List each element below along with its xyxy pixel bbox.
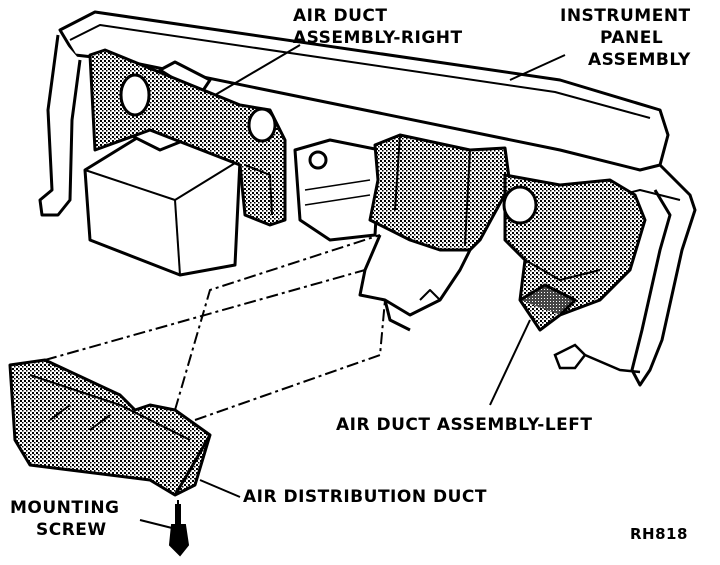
label-mounting-screw-1: MOUNTING [10,498,120,518]
air-duct-assembly-left [502,173,647,332]
label-instrument-panel-3: ASSEMBLY [588,50,691,70]
figure-code: RH818 [630,525,688,543]
label-instrument-panel-2: PANEL [600,28,664,48]
label-air-duct-right-1: AIR DUCT [293,6,388,26]
label-air-duct-left: AIR DUCT ASSEMBLY-LEFT [336,415,593,435]
mounting-screw [168,504,190,557]
label-air-duct-right-2: ASSEMBLY-RIGHT [293,28,463,48]
center-bracket [293,138,472,332]
air-distribution-duct [8,358,212,497]
air-duct-assembly-right [88,48,287,227]
label-mounting-screw-2: SCREW [36,520,107,540]
alignment-lines [44,234,386,515]
label-air-distribution-duct: AIR DISTRIBUTION DUCT [243,487,487,507]
leader-lines [139,44,566,529]
instrument-panel-assembly [38,10,697,387]
center-air-duct [368,133,512,252]
label-instrument-panel-1: INSTRUMENT [560,6,691,26]
duct-connector [553,343,641,374]
